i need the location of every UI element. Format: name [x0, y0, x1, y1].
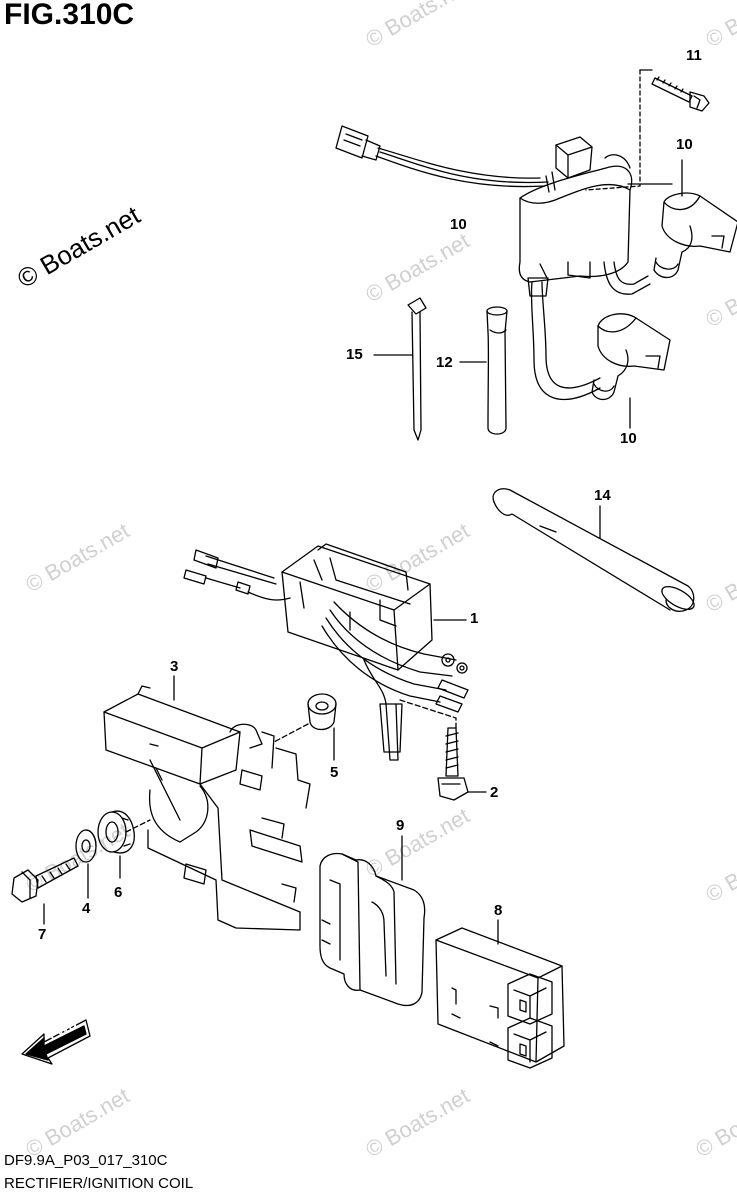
protector-sleeve-part[interactable] [492, 488, 697, 614]
figure-caption: RECTIFIER/IGNITION COIL [4, 1175, 194, 1192]
figure-title: FIG.310C [4, 0, 135, 31]
bolt-coil-part[interactable] [651, 76, 710, 112]
callout-1[interactable]: 1 [470, 610, 479, 627]
callout-13[interactable]: 12 [436, 354, 453, 371]
callout-6[interactable]: 6 [114, 884, 123, 901]
protector-tube-part[interactable] [486, 306, 508, 435]
bolt-bracket-part[interactable] [11, 857, 79, 903]
callout-12[interactable]: 11 [686, 47, 702, 64]
callout-8[interactable]: 8 [494, 902, 503, 919]
bolt-part[interactable] [437, 727, 469, 801]
callout-15[interactable]: 15 [346, 346, 363, 363]
callout-4[interactable]: 4 [82, 900, 91, 917]
callout-14[interactable]: 14 [594, 487, 611, 504]
spark-plug-cap-lower[interactable] [591, 313, 671, 401]
grommet-part[interactable] [97, 810, 135, 854]
callout-5[interactable]: 5 [330, 764, 339, 781]
spark-plug-cap-upper[interactable] [653, 192, 737, 279]
relay-cover-part[interactable] [319, 852, 426, 1007]
callout-11[interactable]: 10 [450, 216, 467, 233]
cable-tie-part[interactable] [407, 297, 427, 441]
grommet-small-part[interactable] [307, 693, 337, 731]
ignition-coil-part[interactable] [335, 125, 651, 401]
washer-part[interactable] [75, 829, 97, 863]
callout-10-upper[interactable]: 10 [676, 136, 693, 153]
relay-part[interactable] [435, 927, 565, 1069]
fwd-arrow-icon [21, 1019, 91, 1065]
callout-7[interactable]: 7 [38, 926, 47, 943]
rectifier-part[interactable] [183, 543, 469, 761]
callout-3[interactable]: 3 [170, 658, 179, 675]
callout-10-lower[interactable]: 10 [620, 430, 637, 447]
callout-2[interactable]: 2 [490, 784, 499, 801]
figure-code: DF9.9A_P03_017_310C [4, 1152, 168, 1169]
bracket-part[interactable] [103, 685, 311, 931]
callout-9[interactable]: 9 [396, 817, 405, 834]
